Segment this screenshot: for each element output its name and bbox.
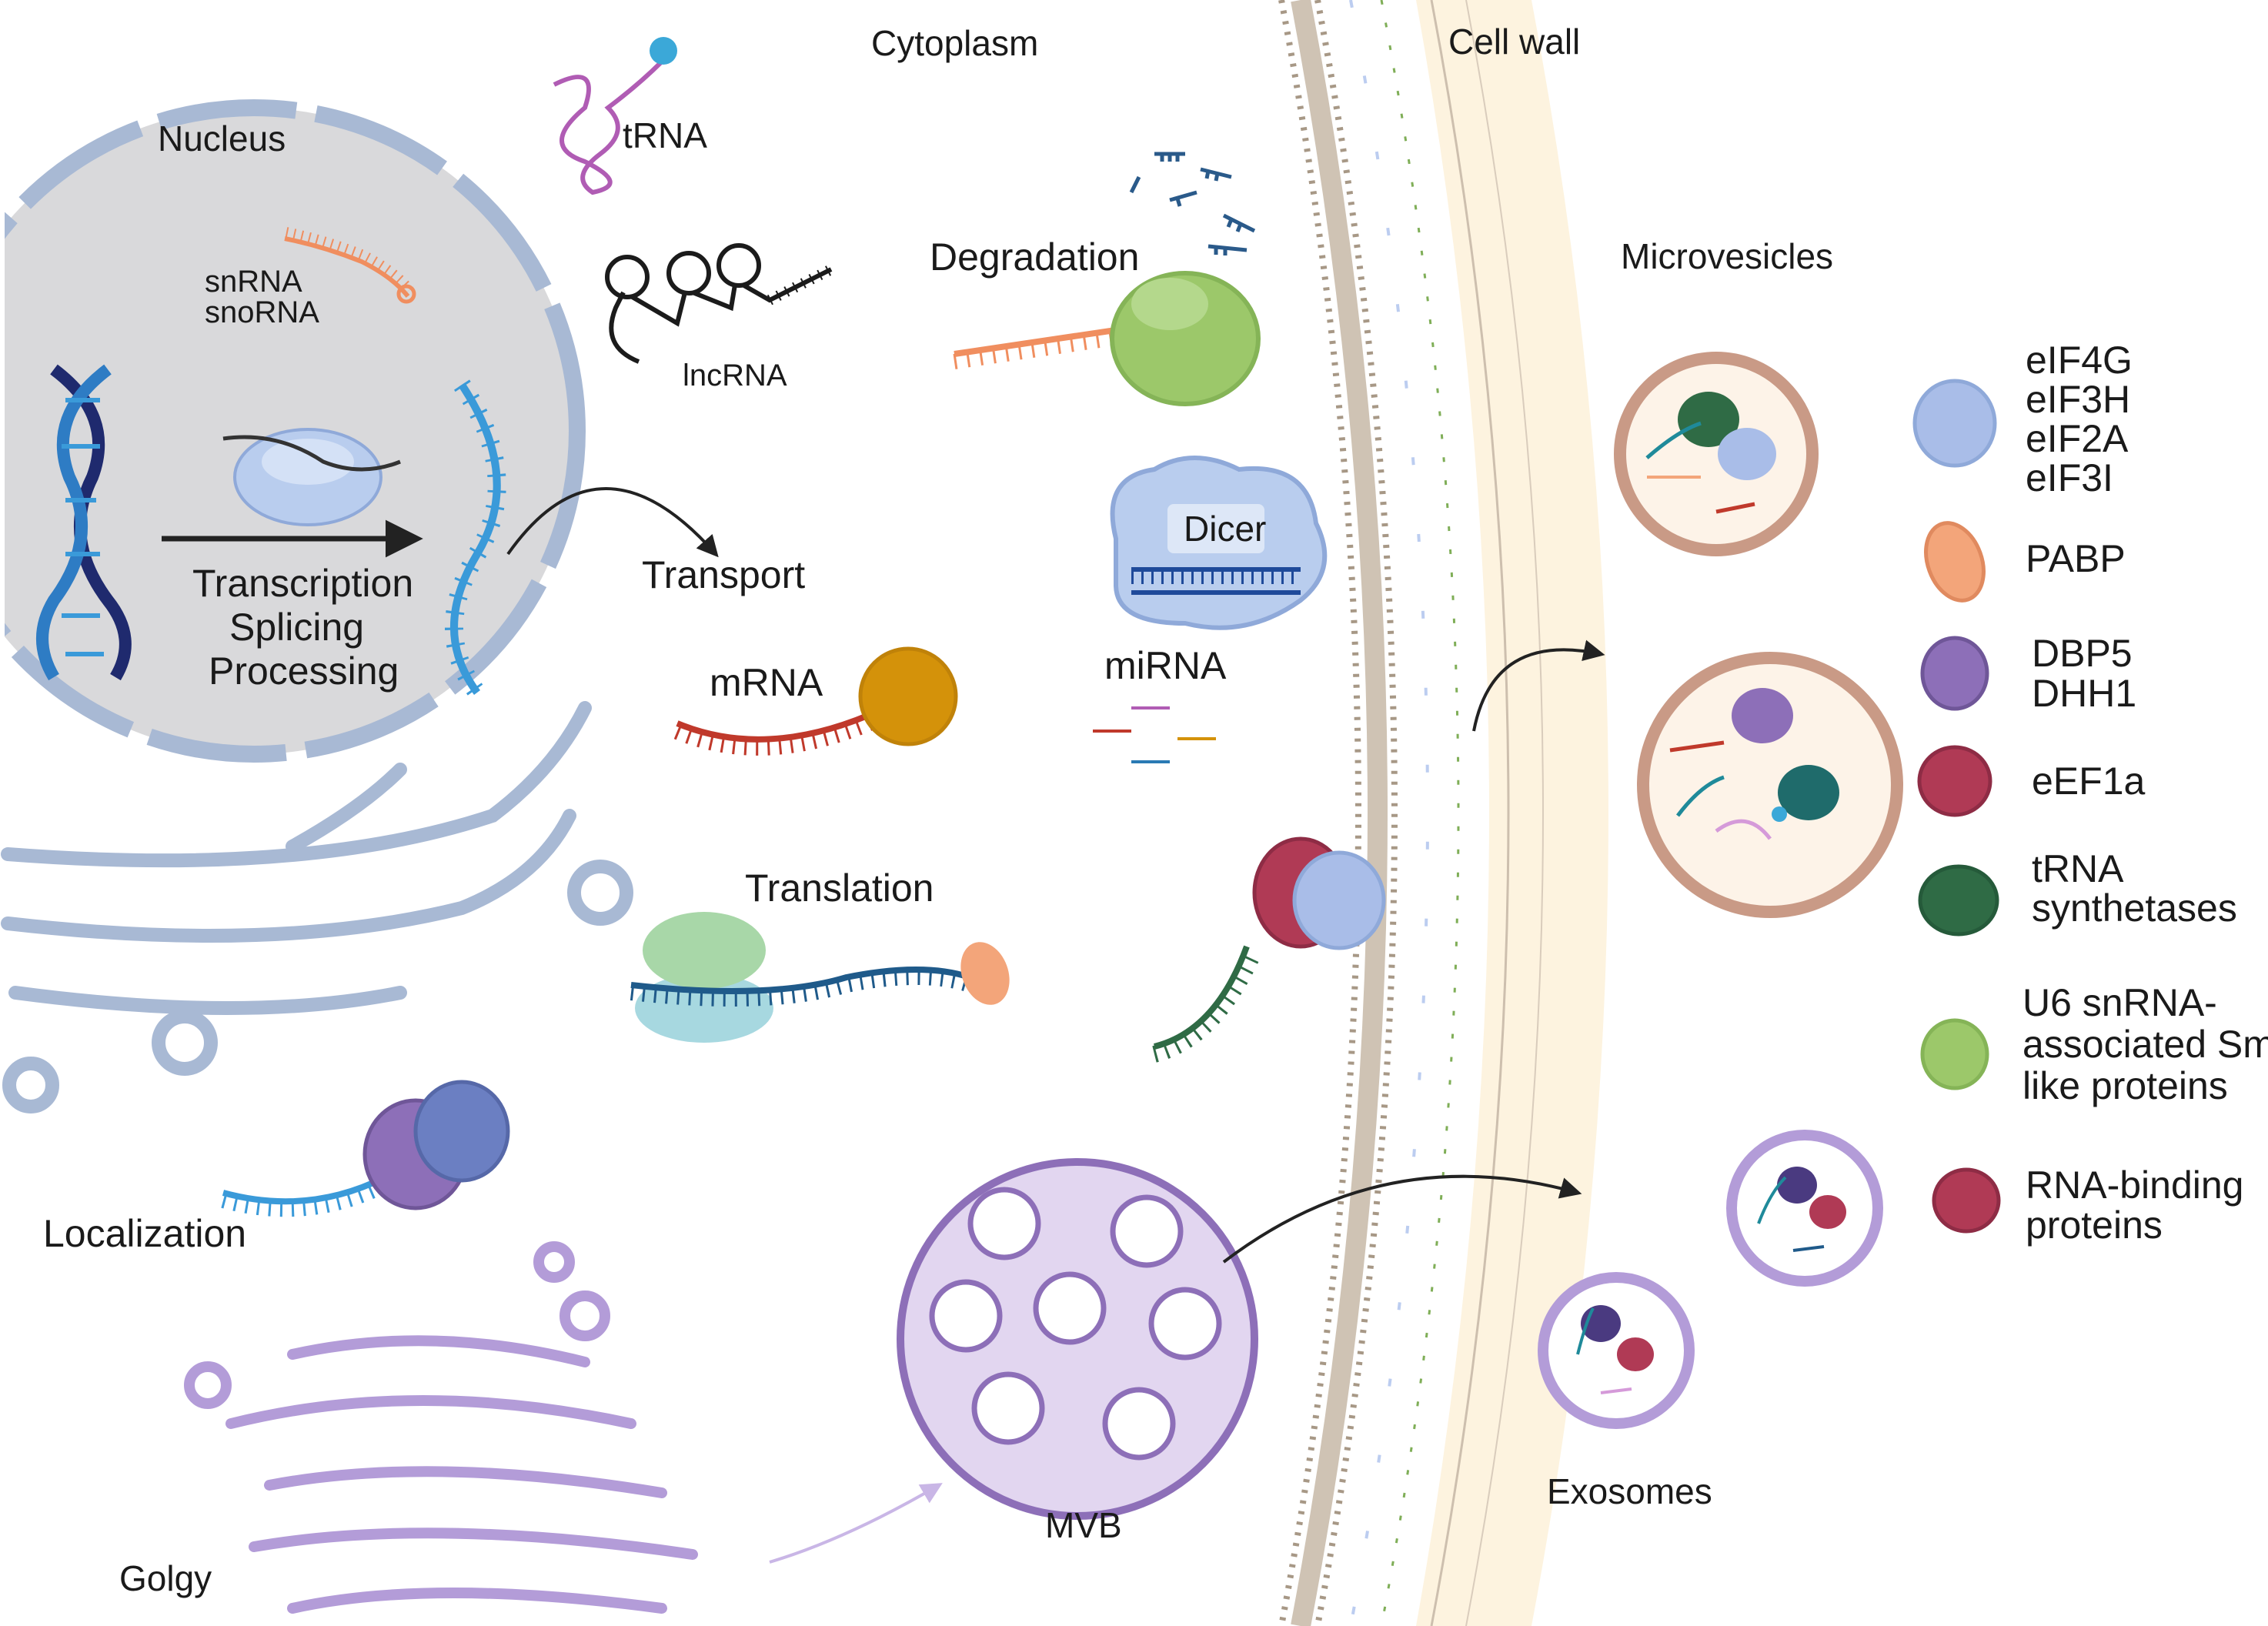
legend-rbp-label-1: RNA-binding — [2026, 1164, 2243, 1207]
snrna-label: snRNA — [205, 265, 302, 299]
mvb-label: MVB — [1045, 1505, 1122, 1545]
splicing-label: Splicing — [229, 606, 364, 649]
nascent-rna-strand — [445, 379, 506, 699]
legend-trna-synthetase-protein-icon — [1918, 864, 1999, 937]
legend-trna-synthetases-label-1: tRNA — [2032, 847, 2124, 890]
legend-eif-label-3: eIF2A — [2026, 417, 2129, 460]
legend-eif-protein-icon — [1912, 379, 1997, 468]
multivesicular-body — [897, 1158, 1258, 1520]
legend-u6-label-1: U6 snRNA- — [2022, 981, 2217, 1024]
legend — [1912, 379, 2001, 1234]
trna-icon — [553, 37, 677, 195]
mrna-transport-icon — [673, 646, 958, 756]
legend-u6-label-3: like proteins — [2022, 1064, 2228, 1107]
legend-rbp-label-2: proteins — [2026, 1204, 2163, 1247]
mirna-label: miRNA — [1104, 644, 1227, 687]
legend-trna-synthetases-label-2: synthetases — [2032, 886, 2237, 930]
legend-dbp5-protein-icon — [1920, 636, 1989, 711]
snrna-hairpin-icon — [284, 227, 416, 304]
legend-dbp5-label: DBP5 — [2032, 632, 2133, 675]
legend-eif-label-4: eIF3I — [2026, 456, 2113, 499]
exosomes-label: Exosomes — [1547, 1471, 1712, 1511]
translation-ribosome-icon — [630, 912, 1010, 1043]
legend-pabp-protein-icon — [1924, 521, 1986, 603]
degradation-label: Degradation — [930, 235, 1139, 279]
legend-eef1a-protein-icon — [1917, 745, 1992, 817]
exosome-2 — [1538, 1272, 1695, 1429]
legend-u6-sm-protein-icon — [1920, 1018, 1989, 1090]
snorna-label: snoRNA — [205, 295, 319, 329]
nucleus-label: Nucleus — [158, 119, 286, 159]
golgi-to-mvb-arrow — [769, 1483, 943, 1564]
legend-rna-binding-protein-icon — [1932, 1167, 2001, 1234]
legend-eif-label-1: eIF4G — [2026, 339, 2133, 382]
lncrna-label: lncRNA — [683, 359, 787, 392]
cell-wall-label: Cell wall — [1448, 22, 1580, 62]
legend-pabp-label: PABP — [2026, 537, 2126, 580]
golgi-apparatus — [184, 1241, 698, 1614]
rna-fragments-icon — [1129, 152, 1256, 255]
transcription-label: Transcription — [192, 562, 413, 605]
mvb-release-arrow — [1222, 1174, 1582, 1264]
degradation-exosome-icon — [953, 271, 1261, 406]
legend-eef1a-label: eEF1a — [2032, 760, 2146, 803]
legend-eif-label-2: eIF3H — [2026, 378, 2130, 421]
cell-wall — [1278, 0, 1608, 1626]
rna-polymerase-icon — [222, 428, 401, 526]
endoplasmic-reticulum — [1, 701, 633, 1113]
translation-label: Translation — [745, 866, 934, 910]
golgi-label: Golgy — [119, 1558, 212, 1598]
localization-complex-icon — [221, 1080, 510, 1217]
microvesicle-release-arrow — [1472, 639, 1605, 732]
nuclear-export-arrow — [506, 487, 719, 558]
localization-label: Localization — [43, 1212, 246, 1255]
dicer-complex-icon — [1110, 456, 1328, 630]
legend-u6-label-2: associated Sm- — [2022, 1023, 2268, 1066]
dna-helix — [36, 364, 132, 681]
microvesicle-2 — [1637, 652, 1903, 918]
mrna-label: mRNA — [710, 661, 823, 704]
transport-label: Transport — [642, 553, 805, 596]
cytoplasm-label: Cytoplasm — [871, 23, 1038, 63]
trna-label: tRNA — [623, 115, 707, 155]
dicer-label: Dicer — [1184, 509, 1266, 549]
microvesicle-1 — [1614, 352, 1819, 556]
mirna-duplexes-icon — [1093, 706, 1216, 763]
lncrna-icon — [605, 243, 834, 364]
processing-label: Processing — [209, 649, 399, 693]
microvesicles-label: Microvesicles — [1621, 236, 1833, 276]
legend-dhh1-label: DHH1 — [2032, 672, 2136, 715]
exosome-1 — [1726, 1130, 1883, 1287]
mrna-protein-complex-icon — [1152, 836, 1386, 1063]
